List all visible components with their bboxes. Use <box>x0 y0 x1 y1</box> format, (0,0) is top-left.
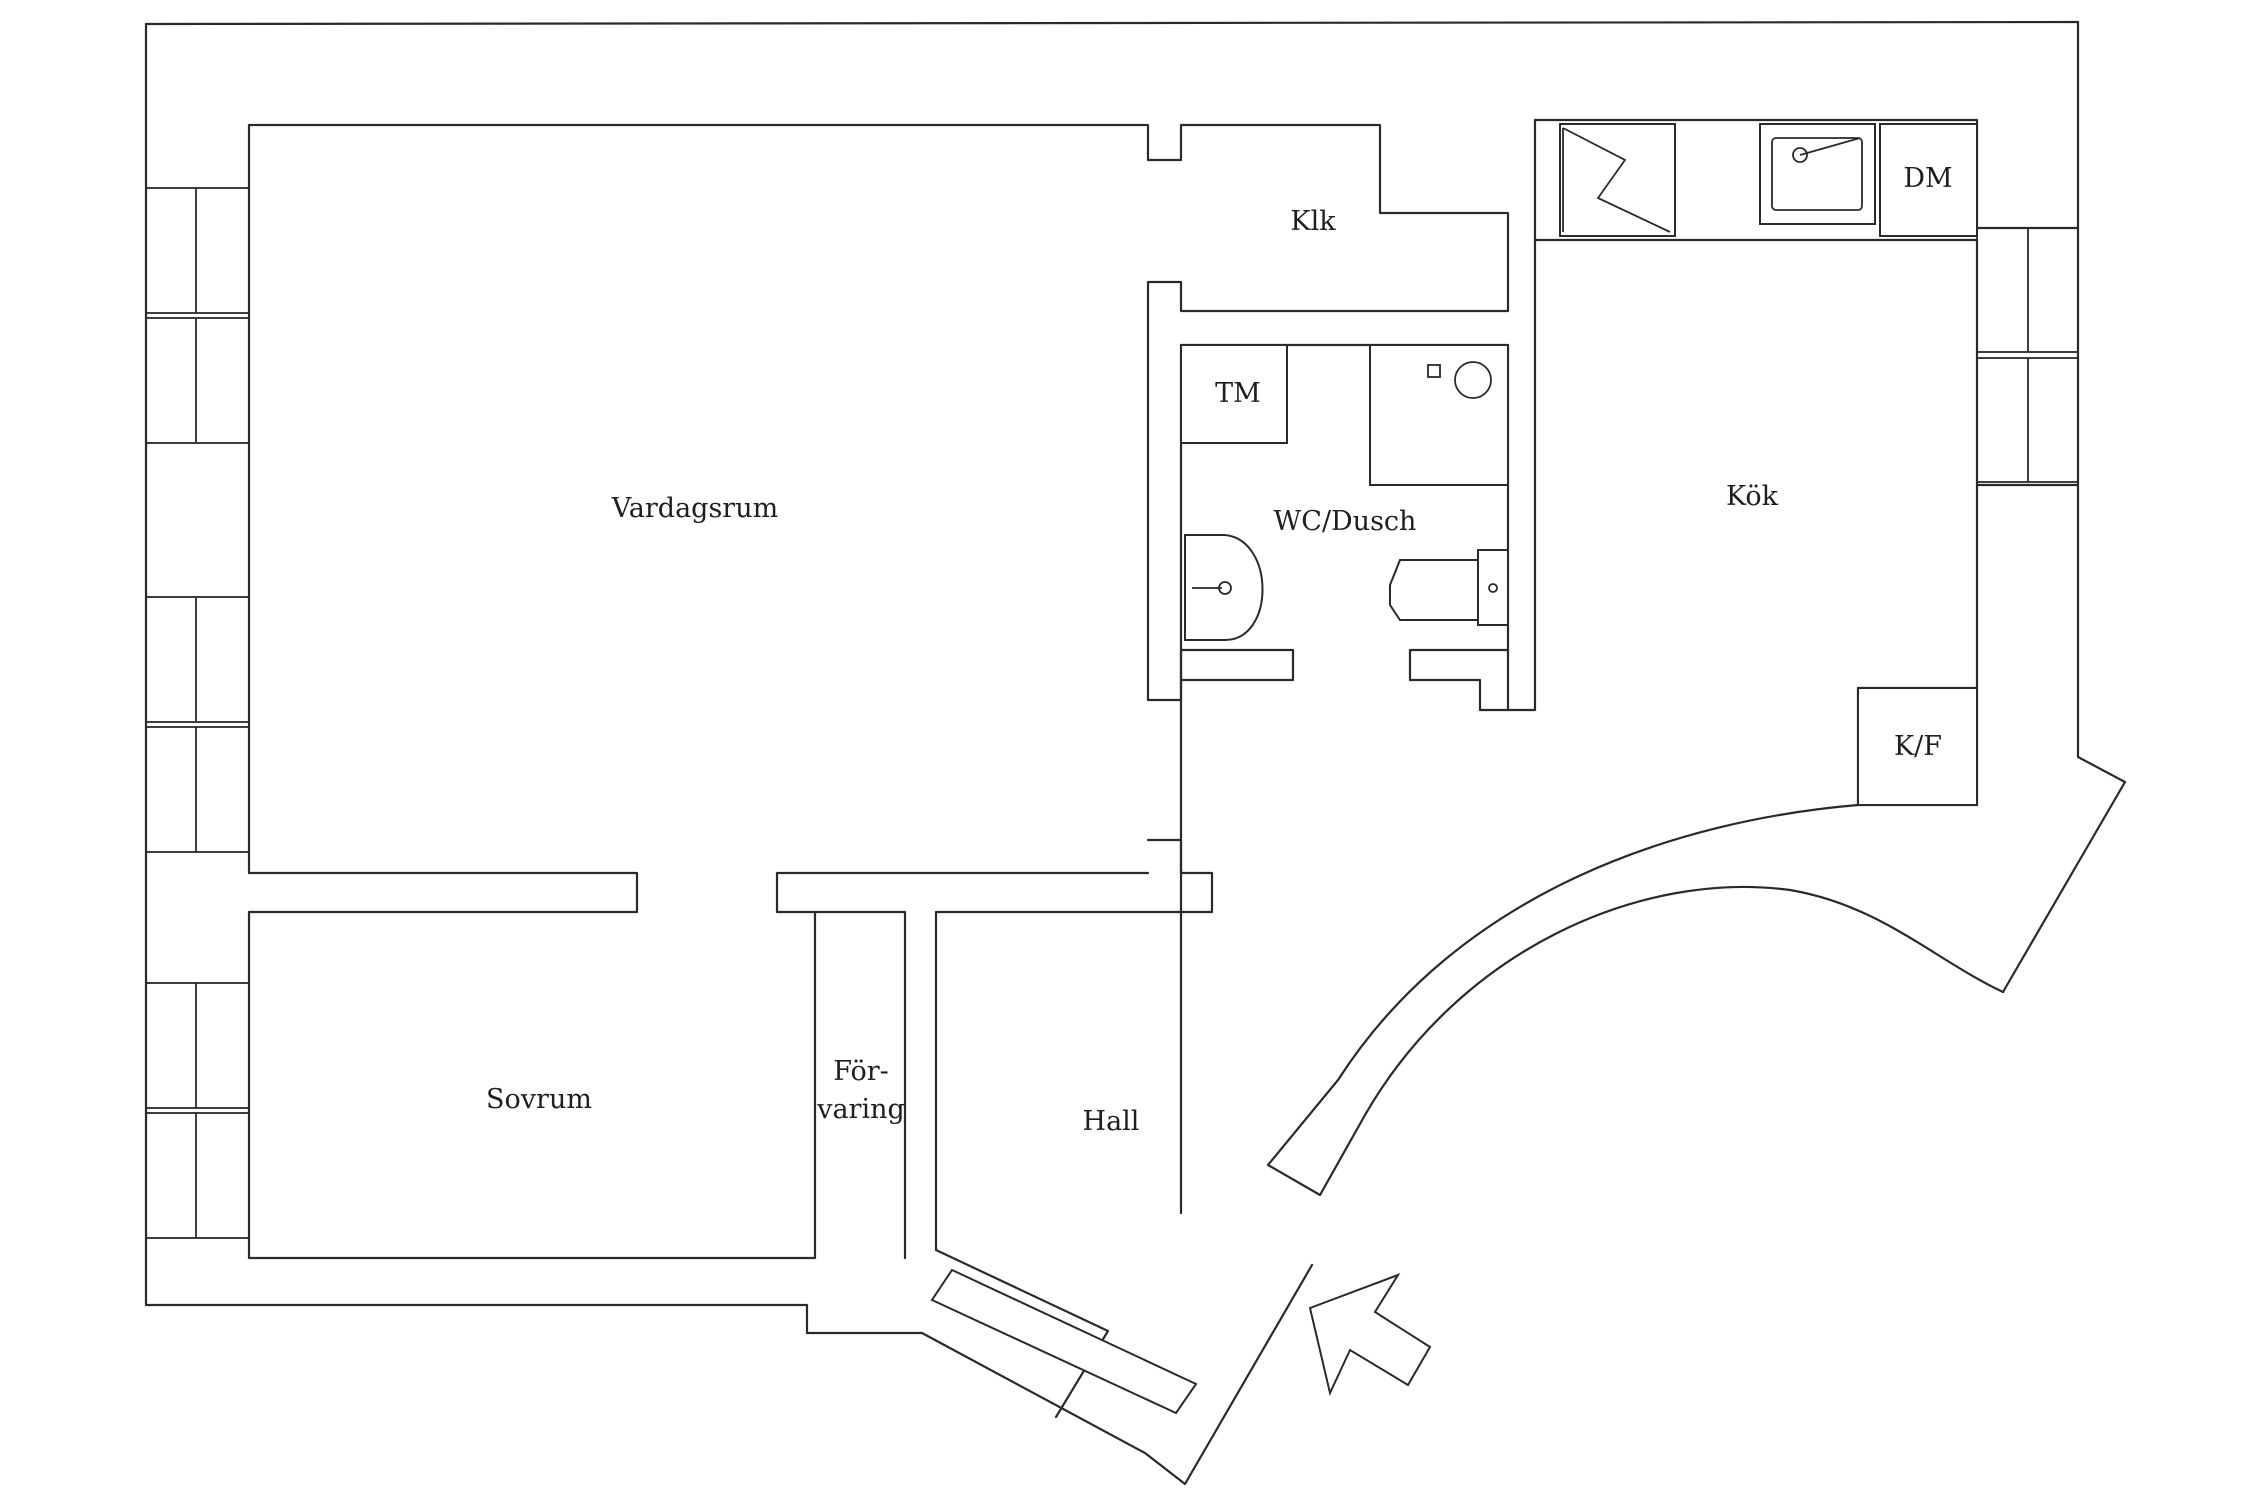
label-hall: Hall <box>1083 1106 1140 1137</box>
label-vardagsrum: Vardagsrum <box>611 493 778 524</box>
label-forvaring-1: För- <box>833 1056 889 1087</box>
label-forvaring-2: varing <box>816 1094 905 1125</box>
label-kf: K/F <box>1894 731 1942 762</box>
room-labels: Vardagsrum Klk TM WC/Dusch Kök DM K/F So… <box>486 163 1953 1137</box>
forvaring-walls <box>813 910 907 1260</box>
windows-right <box>1976 227 2079 483</box>
label-kok: Kök <box>1726 481 1779 512</box>
windows-left <box>145 187 250 1239</box>
curved-wall <box>1266 803 2005 1197</box>
left-block-walls <box>247 123 1510 1419</box>
stove-icon <box>1559 123 1676 237</box>
label-tm: TM <box>1215 378 1261 409</box>
fridge-freezer <box>1857 687 1978 806</box>
label-wc-dusch: WC/Dusch <box>1274 506 1417 537</box>
label-dm: DM <box>1903 163 1952 194</box>
hall-window <box>930 1268 1198 1415</box>
toilet-icon <box>1389 549 1509 626</box>
shower-icon <box>1369 344 1509 486</box>
label-klk: Klk <box>1290 206 1336 237</box>
label-sovrum: Sovrum <box>486 1084 592 1115</box>
washbasin-icon <box>1184 534 1264 641</box>
entrance-arrow-icon <box>1308 1273 1432 1397</box>
sink-icon <box>1759 123 1876 225</box>
tm-cabinet <box>1180 344 1288 444</box>
outer-walls <box>144 20 2127 1486</box>
dishwasher-cabinet <box>1879 123 1978 237</box>
